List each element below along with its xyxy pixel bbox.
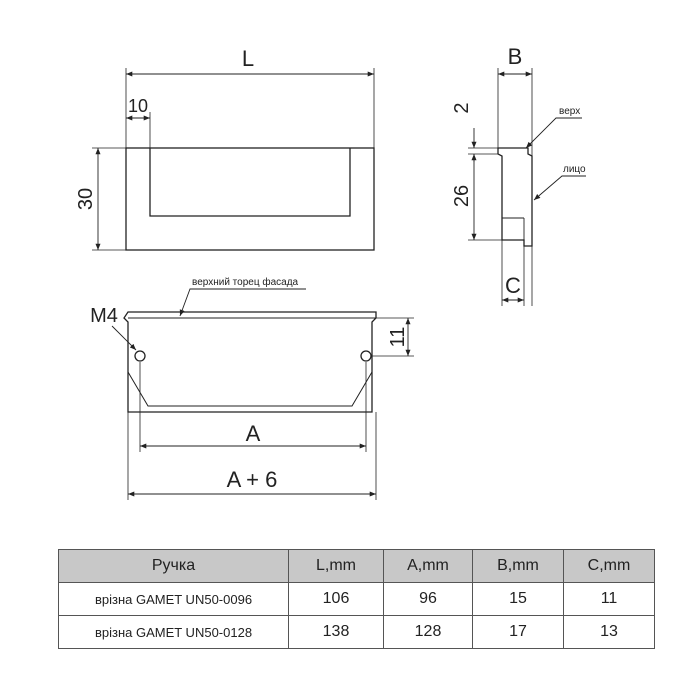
cell-B: 17 <box>472 615 564 649</box>
handle-bevel-back <box>127 322 373 407</box>
dim-label-11: 11 <box>387 327 409 348</box>
col-header-L: L,mm <box>288 549 384 583</box>
note-face: лицо <box>563 164 586 175</box>
col-header-B: B,mm <box>472 549 564 583</box>
handle-outline-front <box>125 147 375 251</box>
dim-label-C: C <box>505 273 521 298</box>
back-view <box>111 288 414 500</box>
spec-table: Ручка L,mm A,mm B,mm C,mm врізна GAMET U… <box>58 549 655 649</box>
cell-A: 96 <box>383 582 473 616</box>
cell-C: 13 <box>563 615 655 649</box>
cell-L: 138 <box>288 615 384 649</box>
dim-label-L: L <box>242 46 254 71</box>
side-view <box>468 68 586 306</box>
cell-L: 106 <box>288 582 384 616</box>
table-row: врізна GAMET UN50-0128 138 128 17 13 <box>58 615 655 649</box>
note-top-edge: верхний торец фасада <box>192 276 299 288</box>
screw-hole-left <box>134 350 146 362</box>
dim-label-A6: A + 6 <box>227 467 278 492</box>
cell-C: 11 <box>563 582 655 616</box>
dim-label-2: 2 <box>451 102 473 113</box>
dim-label-A: A <box>246 421 261 446</box>
dim-label-30: 30 <box>75 188 97 210</box>
handle-recess-front <box>149 148 351 217</box>
col-header-handle: Ручка <box>58 549 289 583</box>
leader-top-edge <box>179 288 306 317</box>
dim-label-26: 26 <box>451 185 473 207</box>
cell-model: врізна GAMET UN50-0096 <box>58 582 289 616</box>
technical-drawing: L 10 30 B 2 26 C верх лицо <box>75 44 586 500</box>
cell-model: врізна GAMET UN50-0128 <box>58 615 289 649</box>
cell-A: 128 <box>383 615 473 649</box>
front-view <box>92 68 375 251</box>
dim-label-B: B <box>508 44 523 69</box>
dim-label-M4: M4 <box>90 305 118 327</box>
dim-label-10: 10 <box>128 96 148 116</box>
handle-outline-back <box>123 311 377 413</box>
leader-face <box>533 175 586 201</box>
handle-profile-side <box>497 147 533 247</box>
leader-m4 <box>111 325 137 351</box>
col-header-C: C,mm <box>563 549 655 583</box>
cell-B: 15 <box>472 582 564 616</box>
note-top: верх <box>559 106 580 117</box>
screw-hole-right <box>360 350 372 362</box>
col-header-A: A,mm <box>383 549 473 583</box>
table-row: врізна GAMET UN50-0096 106 96 15 11 <box>58 582 655 616</box>
table-header-row: Ручка L,mm A,mm B,mm C,mm <box>58 549 655 583</box>
leader-top <box>525 117 582 149</box>
